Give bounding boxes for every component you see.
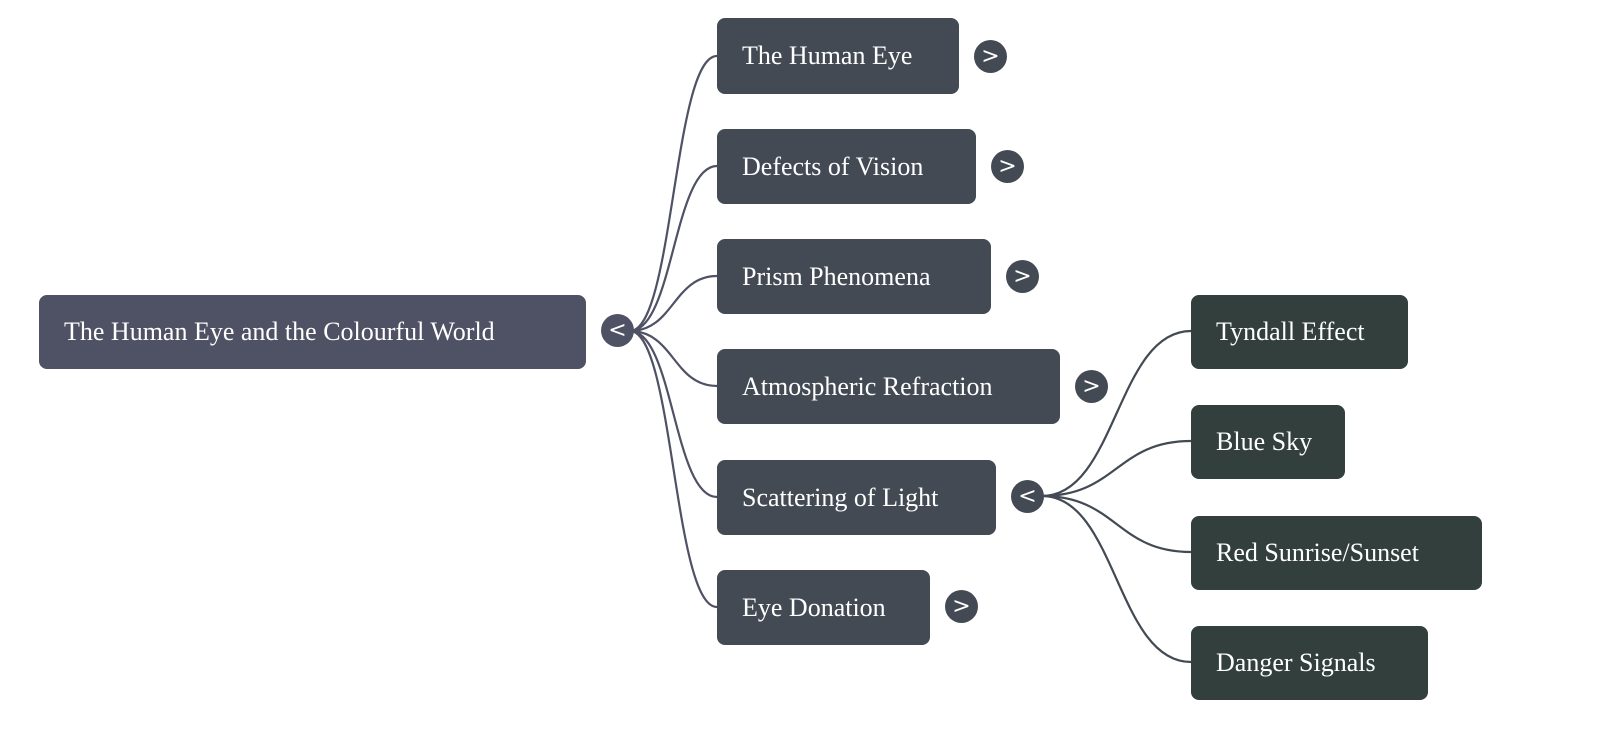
branch-node-prism-phenomena[interactable]: Prism Phenomena xyxy=(717,239,991,314)
leaf-label: Tyndall Effect xyxy=(1216,317,1365,346)
expand-toggle-eye-donation[interactable]: > xyxy=(945,590,978,623)
branch-label: Eye Donation xyxy=(742,592,886,622)
branch-leaf-link xyxy=(1041,494,1192,554)
branch-leaf-link xyxy=(1041,439,1192,498)
collapse-icon: < xyxy=(608,318,627,343)
root-branch-link xyxy=(629,329,718,499)
expand-toggle-atmospheric-refraction[interactable]: > xyxy=(1075,370,1108,403)
expand-icon: > xyxy=(952,594,971,619)
branch-label: Defects of Vision xyxy=(742,151,924,181)
collapse-toggle-scattering-of-light[interactable]: < xyxy=(1011,480,1044,513)
branch-node-defects-of-vision[interactable]: Defects of Vision xyxy=(717,129,976,204)
expand-icon: > xyxy=(998,154,1017,179)
root-branch-link xyxy=(629,329,718,388)
root-branch-link xyxy=(629,54,718,333)
expand-icon: > xyxy=(981,44,1000,69)
branch-label: Prism Phenomena xyxy=(742,261,931,291)
branch-node-atmospheric-refraction[interactable]: Atmospheric Refraction xyxy=(717,349,1060,424)
leaf-node-red-sunrise-sunset[interactable]: Red Sunrise/Sunset xyxy=(1191,516,1482,590)
leaf-node-tyndall-effect[interactable]: Tyndall Effect xyxy=(1191,295,1408,369)
expand-toggle-prism-phenomena[interactable]: > xyxy=(1006,260,1039,293)
expand-toggle-defects-of-vision[interactable]: > xyxy=(991,150,1024,183)
branch-label: Scattering of Light xyxy=(742,482,939,512)
root-collapse-toggle[interactable]: < xyxy=(601,314,634,347)
root-branch-link xyxy=(629,274,718,333)
root-node[interactable]: The Human Eye and the Colourful World xyxy=(39,295,586,369)
root-node-label: The Human Eye and the Colourful World xyxy=(64,317,495,346)
leaf-node-danger-signals[interactable]: Danger Signals xyxy=(1191,626,1428,700)
expand-icon: > xyxy=(1013,264,1032,289)
leaf-label: Danger Signals xyxy=(1216,648,1376,677)
branch-leaf-link xyxy=(1041,494,1192,664)
branch-label: The Human Eye xyxy=(742,41,913,70)
leaf-label: Blue Sky xyxy=(1216,427,1313,456)
expand-icon: > xyxy=(1082,374,1101,399)
collapse-icon: < xyxy=(1018,484,1037,509)
root-branch-link xyxy=(629,164,718,333)
root-branch-link xyxy=(629,329,718,609)
branch-node-eye-donation[interactable]: Eye Donation xyxy=(717,570,930,645)
branch-label: Atmospheric Refraction xyxy=(742,371,993,401)
expand-toggle-human-eye[interactable]: > xyxy=(974,40,1007,73)
branch-node-human-eye[interactable]: The Human Eye xyxy=(717,18,959,94)
branch-node-scattering-of-light[interactable]: Scattering of Light xyxy=(717,460,996,535)
leaf-label: Red Sunrise/Sunset xyxy=(1216,538,1419,567)
leaf-node-blue-sky[interactable]: Blue Sky xyxy=(1191,405,1345,479)
branch-leaf-link xyxy=(1041,329,1192,498)
